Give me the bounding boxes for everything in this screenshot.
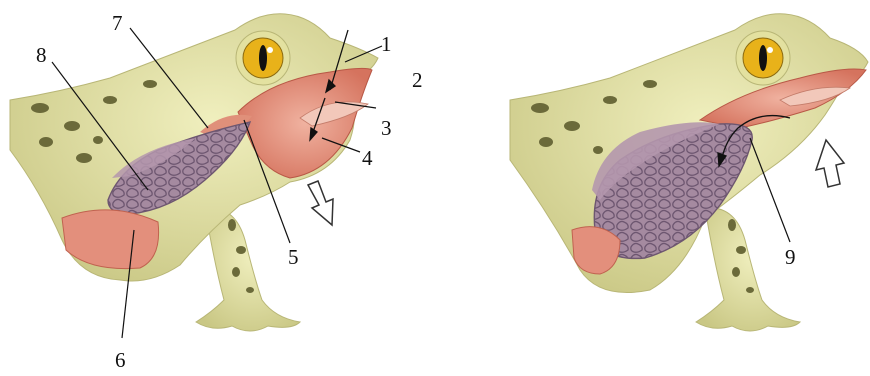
frog-right-inhale (510, 14, 868, 331)
down-arrow-icon (308, 181, 333, 225)
callout-2: 2 (412, 68, 423, 92)
callout-5: 5 (288, 245, 299, 269)
callout-3: 3 (381, 116, 392, 140)
callout-1: 1 (381, 32, 392, 56)
left-eye (236, 31, 290, 85)
callout-8: 8 (36, 43, 47, 67)
callout-4: 4 (362, 146, 373, 170)
frog-left-exhale (10, 14, 378, 331)
up-arrow-icon (816, 140, 844, 187)
right-eye (736, 31, 790, 85)
callout-9: 9 (785, 245, 796, 269)
callout-7: 7 (112, 11, 123, 35)
callout-6: 6 (115, 348, 126, 372)
